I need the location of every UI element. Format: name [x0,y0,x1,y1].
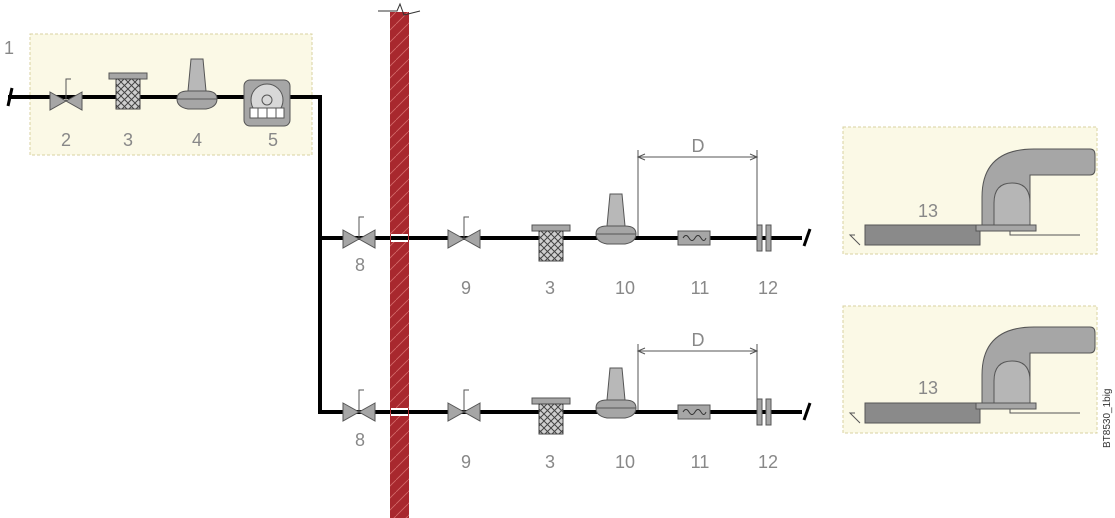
filter-icon [531,224,571,262]
pressure-regulator-icon [595,367,637,419]
label-3: 3 [123,130,133,150]
wall [378,2,421,518]
label-11-top: 11 [691,278,710,298]
label-9-bottom: 9 [461,452,471,472]
drawing-code: BT8530_1big [1102,389,1113,449]
label-d-bottom: D [692,330,705,350]
label-1: 1 [4,38,14,58]
filter-icon [531,397,571,435]
pipe-end-top-left [6,87,14,107]
dimension-d-bottom [636,344,759,410]
anti-vibration-joint-icon [677,404,711,420]
label-12-bottom: 12 [758,452,778,472]
label-8-bottom: 8 [355,430,365,450]
label-12-top: 12 [758,278,778,298]
label-3-bottom: 3 [545,452,555,472]
label-8-top: 8 [355,255,365,275]
valve-icon [342,216,376,249]
pressure-regulator-icon [595,193,637,245]
label-13-top: 13 [918,201,938,221]
anti-vibration-joint-icon [677,230,711,246]
label-10-bottom: 10 [615,452,635,472]
gas-meter-icon [243,79,291,127]
pipe-end-bottom-right [802,402,812,421]
valve-icon [447,216,481,249]
valve-icon [342,389,376,422]
label-2: 2 [61,130,71,150]
label-4: 4 [192,130,202,150]
pipe-end-top-right [802,228,812,247]
label-5: 5 [268,130,278,150]
dimension-d-top [636,150,759,236]
label-10-top: 10 [615,278,635,298]
label-3-top: 3 [545,278,555,298]
label-13-bottom: 13 [918,378,938,398]
label-11-bottom: 11 [691,452,710,472]
valve-icon [447,389,481,422]
label-d-top: D [692,136,705,156]
label-9-top: 9 [461,278,471,298]
